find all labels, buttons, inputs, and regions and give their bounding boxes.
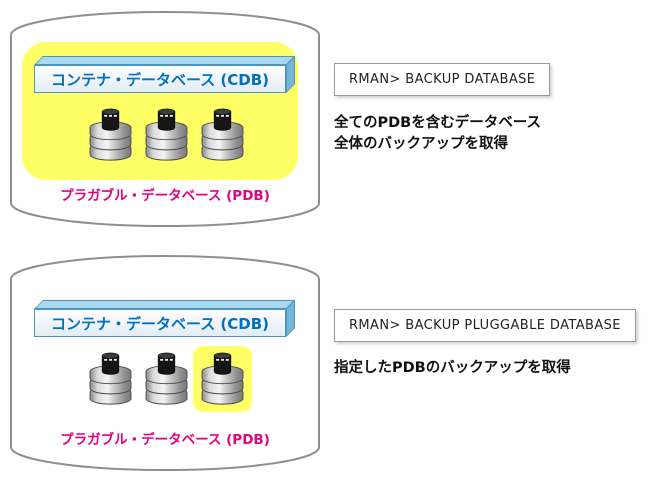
pdb-label: プラガブル・データベース (PDB) [60, 188, 270, 204]
cdb-box-top-face [34, 300, 295, 309]
cdb-diagram-pdb-backup: コンテナ・データベース (CDB) プラガブル・データベース (PDB) [8, 252, 322, 474]
description-line-2: 全体のバックアップを取得 [334, 136, 508, 153]
database-icon [200, 352, 245, 410]
database-icon [88, 108, 133, 162]
database-icon [200, 108, 245, 162]
cdb-label: コンテナ・データベース (CDB) [34, 65, 286, 93]
pdb-label: プラガブル・データベース (PDB) [60, 432, 270, 448]
cdb-label: コンテナ・データベース (CDB) [34, 309, 286, 337]
pdb-icon-row [88, 108, 245, 162]
description-line-1: 指定したPDBのバックアップを取得 [334, 360, 571, 376]
cdb-box-top-face [34, 56, 295, 65]
backup-pdb-description: 指定したPDBのバックアップを取得 [334, 358, 571, 379]
pdb-icon-row [88, 346, 252, 412]
cdb-diagram-full-backup: コンテナ・データベース (CDB) プラガブル・データベース (PDB) [8, 8, 322, 230]
cdb-box: コンテナ・データベース (CDB) [34, 56, 295, 93]
cdb-box: コンテナ・データベース (CDB) [34, 300, 295, 337]
backup-database-description: 全てのPDBを含むデータベース 全体のバックアップを取得 [334, 113, 541, 155]
rman-command-backup-pluggable-database: RMAN> BACKUP PLUGGABLE DATABASE [334, 309, 636, 342]
selected-pdb-highlight [193, 346, 252, 412]
description-line-1: 全てのPDBを含むデータベース [334, 115, 541, 131]
rman-command-backup-database: RMAN> BACKUP DATABASE [334, 63, 551, 96]
database-icon [144, 108, 189, 162]
database-icon [144, 352, 189, 406]
database-icon [88, 352, 133, 406]
